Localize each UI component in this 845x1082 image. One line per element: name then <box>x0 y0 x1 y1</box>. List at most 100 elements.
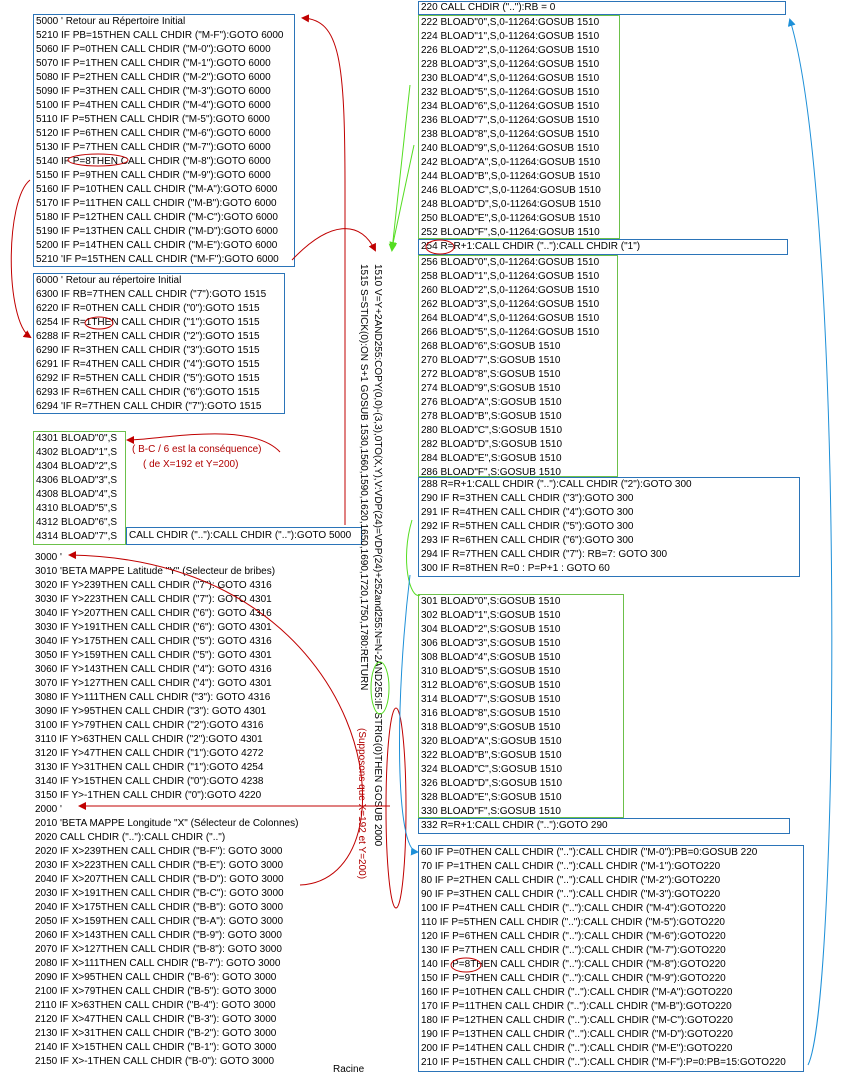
code-line: 318 BLOAD"9",S:GOSUB 1510 <box>421 722 561 733</box>
lines-60: 60 IF P=0THEN CALL CHDIR (".."):CALL CHD… <box>419 846 803 1070</box>
box-60-main-loop: 60 IF P=0THEN CALL CHDIR (".."):CALL CHD… <box>418 845 804 1072</box>
arrow-4314-to-5000 <box>301 14 346 525</box>
code-line: 252 BLOAD"F",S,0-11264:GOSUB 1510 <box>421 227 600 238</box>
code-line: 3060 IF Y>143THEN CALL CHDIR ("4"): GOTO… <box>35 664 272 675</box>
code-line: 222 BLOAD"0",S,0-11264:GOSUB 1510 <box>421 17 600 28</box>
circle-strig <box>385 707 407 909</box>
lines-288: 288 R=R+1:CALL CHDIR (".."):CALL CHDIR (… <box>419 478 799 576</box>
code-line: 6000 ' Retour au répertoire Initial <box>36 275 182 286</box>
code-line: 90 IF P=3THEN CALL CHDIR (".."):CALL CHD… <box>421 889 721 900</box>
arrow-green-1 <box>388 84 411 252</box>
code-line: 5090 IF P=3THEN CALL CHDIR ("M-3"):GOTO … <box>36 86 271 97</box>
code-line: 5110 IF P=5THEN CALL CHDIR ("M-5"):GOTO … <box>36 114 270 125</box>
code-line: 160 IF P=10THEN CALL CHDIR (".."):CALL C… <box>421 987 733 998</box>
list-2000-longitude: 2000 '2010 'BETA MAPPE Longitude "X" (Sé… <box>33 803 363 1069</box>
code-line: 262 BLOAD"3",S,0-11264:GOSUB 1510 <box>421 299 600 310</box>
code-line: 236 BLOAD"7",S,0-11264:GOSUB 1510 <box>421 115 600 126</box>
note-xy-values: ( de X=192 et Y=200) <box>143 459 239 470</box>
code-line: 3110 IF Y>63THEN CALL CHDIR ("2"):GOTO 4… <box>35 734 263 745</box>
code-line: 2030 IF X>191THEN CALL CHDIR ("B-C"): GO… <box>35 888 284 899</box>
code-line: 3040 IF Y>175THEN CALL CHDIR ("5"): GOTO… <box>35 636 272 647</box>
box-220: 220 CALL CHDIR (".."):RB = 0 <box>418 1 786 15</box>
code-line: 276 BLOAD"A",S:GOSUB 1510 <box>421 397 562 408</box>
code-line: 2020 IF X>239THEN CALL CHDIR ("B-F"): GO… <box>35 846 283 857</box>
code-line: 5170 IF P=11THEN CALL CHDIR ("M-B"):GOTO… <box>36 198 277 209</box>
code-line: 3050 IF Y>159THEN CALL CHDIR ("5"): GOTO… <box>35 650 272 661</box>
code-line: 310 BLOAD"5",S:GOSUB 1510 <box>421 666 561 677</box>
code-line: 268 BLOAD"6",S:GOSUB 1510 <box>421 341 561 352</box>
arrow-300-to-60 <box>399 574 419 856</box>
box-288: 288 R=R+1:CALL CHDIR (".."):CALL CHDIR (… <box>418 477 800 577</box>
arrow-6000-to-1510 <box>291 228 376 261</box>
code-line: 314 BLOAD"7",S:GOSUB 1510 <box>421 694 561 705</box>
code-line: 330 BLOAD"F",S:GOSUB 1510 <box>421 806 561 817</box>
code-line: 3030 IF Y>191THEN CALL CHDIR ("6"): GOTO… <box>35 622 272 633</box>
code-line: 2000 ' <box>35 804 62 815</box>
code-line: 288 R=R+1:CALL CHDIR (".."):CALL CHDIR (… <box>421 479 692 490</box>
code-line: 3030 IF Y>223THEN CALL CHDIR ("7"): GOTO… <box>35 594 272 605</box>
code-line: 170 IF P=11THEN CALL CHDIR (".."):CALL C… <box>421 1001 732 1012</box>
lines-6000: 6000 ' Retour au répertoire Initial 6300 … <box>34 274 284 414</box>
code-line: 80 IF P=2THEN CALL CHDIR (".."):CALL CHD… <box>421 875 721 886</box>
code-line: 4310 BLOAD"5",S <box>36 503 118 514</box>
code-line: 278 BLOAD"B",S:GOSUB 1510 <box>421 411 562 422</box>
code-line: 294 IF R=7THEN CALL CHDIR ("7"): RB=7: G… <box>421 549 668 560</box>
code-line: 2030 IF X>223THEN CALL CHDIR ("B-E"): GO… <box>35 860 284 871</box>
box-332: 332 R=R+1:CALL CHDIR (".."):GOTO 290 <box>418 818 790 834</box>
code-line: 5180 IF P=12THEN CALL CHDIR ("M-C"):GOTO… <box>36 212 278 223</box>
code-line: 130 IF P=7THEN CALL CHDIR (".."):CALL CH… <box>421 945 726 956</box>
code-line: 300 IF R=8THEN R=0 : P=P+1 : GOTO 60 <box>421 563 610 574</box>
code-line: 256 BLOAD"0",S,0-11264:GOSUB 1510 <box>421 257 600 268</box>
code-line: 286 BLOAD"F",S:GOSUB 1510 <box>421 467 561 478</box>
code-line: 5160 IF P=10THEN CALL CHDIR ("M-A"):GOTO… <box>36 184 278 195</box>
code-line: 274 BLOAD"9",S:GOSUB 1510 <box>421 383 561 394</box>
code-line: 6294 'IF R=7THEN CALL CHDIR ("7"):GOTO 1… <box>36 401 262 412</box>
code-line: 5120 IF P=6THEN CALL CHDIR ("M-6"):GOTO … <box>36 128 271 139</box>
code-line: 70 IF P=1THEN CALL CHDIR (".."):CALL CHD… <box>421 861 721 872</box>
code-line: 5190 IF P=13THEN CALL CHDIR ("M-D"):GOTO… <box>36 226 278 237</box>
code-line: 238 BLOAD"8",S,0-11264:GOSUB 1510 <box>421 129 600 140</box>
box-4314-tail: CALL CHDIR (".."):CALL CHDIR (".."):GOTO… <box>126 527 362 545</box>
code-line: 282 BLOAD"D",S:GOSUB 1510 <box>421 439 563 450</box>
code-line: 226 BLOAD"2",S,0-11264:GOSUB 1510 <box>421 45 600 56</box>
code-line: 5210 'IF P=15THEN CALL CHDIR ("M-F"):GOT… <box>36 254 279 265</box>
box-6000-return-initial: 6000 ' Retour au répertoire Initial 6300 … <box>33 273 285 414</box>
code-line: 320 BLOAD"A",S:GOSUB 1510 <box>421 736 562 747</box>
code-line: 2080 IF X>111THEN CALL CHDIR ("B-7"): GO… <box>35 958 281 969</box>
code-line: 5060 IF P=0THEN CALL CHDIR ("M-0"):GOTO … <box>36 44 271 55</box>
code-line: 246 BLOAD"C",S,0-11264:GOSUB 1510 <box>421 185 601 196</box>
code-line: 3080 IF Y>111THEN CALL CHDIR ("3"): GOTO… <box>35 692 271 703</box>
code-line: 293 IF R=6THEN CALL CHDIR ("6"):GOTO 300 <box>421 535 634 546</box>
code-line: 3010 'BETA MAPPE Latitude "Y" (Selecteur… <box>35 566 276 577</box>
code-line: 284 BLOAD"E",S:GOSUB 1510 <box>421 453 562 464</box>
code-line: 5100 IF P=4THEN CALL CHDIR ("M-4"):GOTO … <box>36 100 271 111</box>
code-line: 6220 IF R=0THEN CALL CHDIR ("0"):GOTO 15… <box>36 303 260 314</box>
code-line: 6290 IF R=3THEN CALL CHDIR ("3"):GOTO 15… <box>36 345 260 356</box>
code-line: 2020 CALL CHDIR (".."):CALL CHDIR ("..") <box>35 832 226 843</box>
note-bc-consequence: ( B-C / 6 est la conséquence) <box>132 444 262 455</box>
list-3000-latitude: 3000 '3010 'BETA MAPPE Latitude "Y" (Sel… <box>33 551 363 803</box>
code-line: 3090 IF Y>95THEN CALL CHDIR ("3"): GOTO … <box>35 706 267 717</box>
arrow-5000-to-6000 <box>10 179 32 339</box>
code-line: 250 BLOAD"E",S,0-11264:GOSUB 1510 <box>421 213 601 224</box>
code-line: 3120 IF Y>47THEN CALL CHDIR ("1"):GOTO 4… <box>35 748 264 759</box>
code-line: 2100 IF X>79THEN CALL CHDIR ("B-5"): GOT… <box>35 986 277 997</box>
code-line: 140 IF P=8THEN CALL CHDIR (".."):CALL CH… <box>421 959 726 970</box>
code-line: 3150 IF Y>-1THEN CALL CHDIR ("0"):GOTO 4… <box>35 790 262 801</box>
code-line: 4314 BLOAD"7",S <box>36 531 118 542</box>
code-line: 150 IF P=9THEN CALL CHDIR (".."):CALL CH… <box>421 973 726 984</box>
code-line: 5210 IF PB=15THEN CALL CHDIR ("M-F"):GOT… <box>36 30 284 41</box>
code-line: 2040 IF X>207THEN CALL CHDIR ("B-D"): GO… <box>35 874 284 885</box>
code-line: 260 BLOAD"2",S,0-11264:GOSUB 1510 <box>421 285 600 296</box>
code-line: 322 BLOAD"B",S:GOSUB 1510 <box>421 750 562 761</box>
code-line: 6300 IF RB=7THEN CALL CHDIR ("7"):GOTO 1… <box>36 289 267 300</box>
code-line: 308 BLOAD"4",S:GOSUB 1510 <box>421 652 561 663</box>
code-line: 4302 BLOAD"1",S <box>36 447 118 458</box>
code-line: 280 BLOAD"C",S:GOSUB 1510 <box>421 425 563 436</box>
